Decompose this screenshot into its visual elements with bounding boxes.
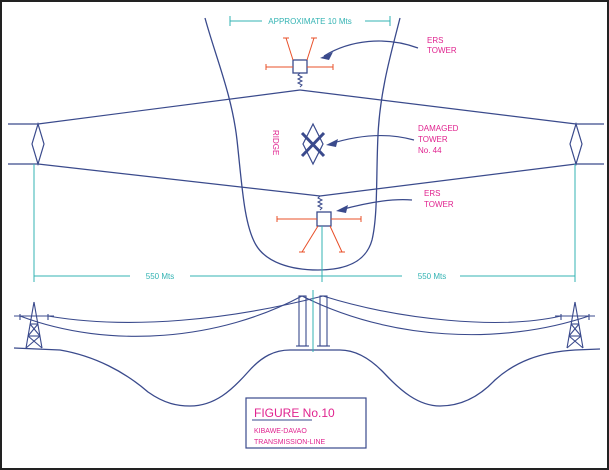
- ers-lower-label-line1: ERS: [424, 189, 440, 198]
- ers-tower-lower: [276, 195, 362, 253]
- extension-lines: [33, 164, 576, 282]
- conductors-profile: [19, 295, 590, 337]
- damaged-tower-symbol: [300, 122, 326, 166]
- leader-arrows: [323, 40, 419, 211]
- damaged-label-line1: DAMAGED: [418, 124, 459, 133]
- figure-title: FIGURE No.10: [254, 406, 335, 420]
- span-right-label: 550 Mts: [418, 272, 446, 281]
- left-insulator-plan: [8, 121, 45, 167]
- figure-subtitle-line2: TRANSMISSION-LINE: [254, 439, 326, 446]
- ers-tower-upper: [265, 37, 334, 88]
- leader-arrowheads: [320, 52, 348, 213]
- ers-upper-label-line2: TOWER: [427, 46, 457, 55]
- conductors-plan: [37, 89, 577, 197]
- terrain-profile: [13, 347, 601, 407]
- left-tower-profile: [14, 301, 54, 349]
- ridge-outline: [204, 17, 401, 271]
- right-insulator-plan: [569, 121, 604, 167]
- right-tower-profile: [555, 301, 595, 349]
- ers-upper-label-line1: ERS: [427, 36, 443, 45]
- title-block: [245, 397, 367, 449]
- ers-lower-label-line2: TOWER: [424, 200, 454, 209]
- top-dimension: [229, 16, 391, 26]
- figure-subtitle-line1: KIBAWE-DAVAO: [254, 428, 307, 435]
- damaged-label-line2: TOWER: [418, 135, 448, 144]
- ridge-label: RIDGE: [271, 130, 280, 155]
- damaged-label-line3: No. 44: [418, 146, 442, 155]
- top-dimension-label: APPROXIMATE 10 Mts: [268, 17, 351, 26]
- span-left-label: 550 Mts: [146, 272, 174, 281]
